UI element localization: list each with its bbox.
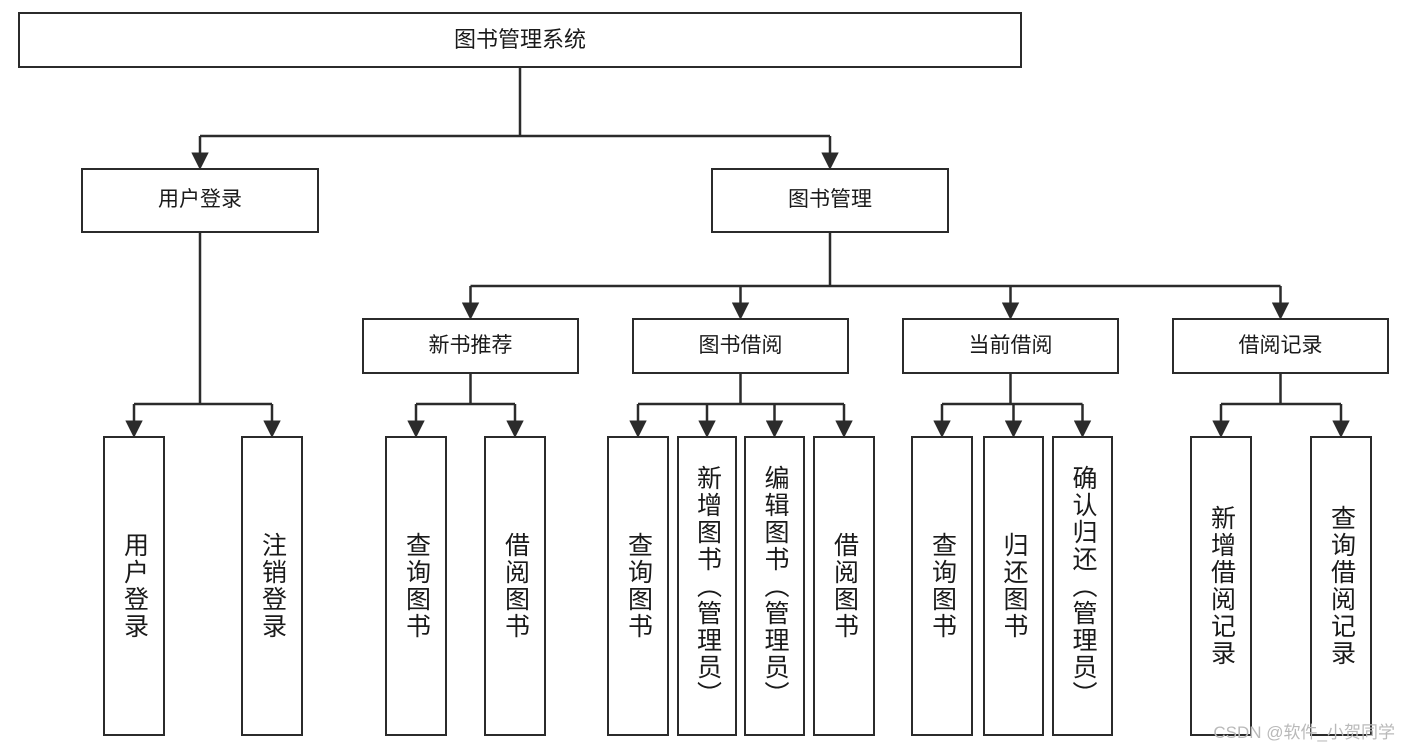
leaf-newbook-borrow-book[interactable]: 借阅图书	[484, 436, 546, 736]
node-book-management-module[interactable]: 图书管理	[711, 168, 949, 233]
node-label: 确认归还（管理员）	[1069, 464, 1097, 708]
node-current-borrow[interactable]: 当前借阅	[902, 318, 1119, 374]
leaf-record-query-borrow-record[interactable]: 查询借阅记录	[1310, 436, 1372, 736]
leaf-borrow-add-book-admin[interactable]: 新增图书（管理员）	[677, 436, 737, 736]
leaf-current-confirm-return-admin[interactable]: 确认归还（管理员）	[1052, 436, 1113, 736]
watermark: CSDN @软件_小贺同学	[1213, 723, 1395, 742]
node-label: 借阅记录	[1238, 333, 1323, 357]
node-label: 借阅图书	[501, 532, 530, 640]
leaf-borrow-borrow-book[interactable]: 借阅图书	[813, 436, 875, 736]
leaf-borrow-query-book[interactable]: 查询图书	[607, 436, 669, 736]
node-root[interactable]: 图书管理系统	[18, 12, 1022, 68]
node-label: 当前借阅	[968, 333, 1053, 357]
node-label: 归还图书	[1000, 532, 1028, 640]
leaf-borrow-edit-book-admin[interactable]: 编辑图书（管理员）	[744, 436, 805, 736]
node-label: 查询图书	[402, 532, 431, 640]
node-label: 借阅图书	[830, 532, 859, 640]
node-label: 新增借阅记录	[1207, 505, 1236, 667]
leaf-record-add-borrow-record[interactable]: 新增借阅记录	[1190, 436, 1252, 736]
node-book-borrow[interactable]: 图书借阅	[632, 318, 849, 374]
node-label: 查询借阅记录	[1327, 505, 1356, 667]
leaf-newbook-query-book[interactable]: 查询图书	[385, 436, 447, 736]
leaf-current-return-book[interactable]: 归还图书	[983, 436, 1044, 736]
node-new-book-recommend[interactable]: 新书推荐	[362, 318, 579, 374]
node-label: 图书管理	[788, 188, 872, 212]
node-label: 查询图书	[928, 532, 957, 640]
node-label: 新增图书（管理员）	[693, 464, 722, 708]
node-borrow-record[interactable]: 借阅记录	[1172, 318, 1389, 374]
node-label: 图书借阅	[698, 333, 783, 357]
node-label: 注销登录	[258, 532, 287, 640]
leaf-user-logout[interactable]: 注销登录	[241, 436, 303, 736]
node-label: 用户登录	[120, 532, 149, 640]
node-label: 新书推荐	[428, 333, 513, 357]
node-label: 用户登录	[158, 188, 242, 212]
node-label: 查询图书	[624, 532, 653, 640]
leaf-user-login[interactable]: 用户登录	[103, 436, 165, 736]
leaf-current-query-book[interactable]: 查询图书	[911, 436, 973, 736]
node-label: 图书管理系统	[453, 27, 586, 53]
node-label: 编辑图书（管理员）	[761, 464, 789, 708]
node-user-login-module[interactable]: 用户登录	[81, 168, 319, 233]
